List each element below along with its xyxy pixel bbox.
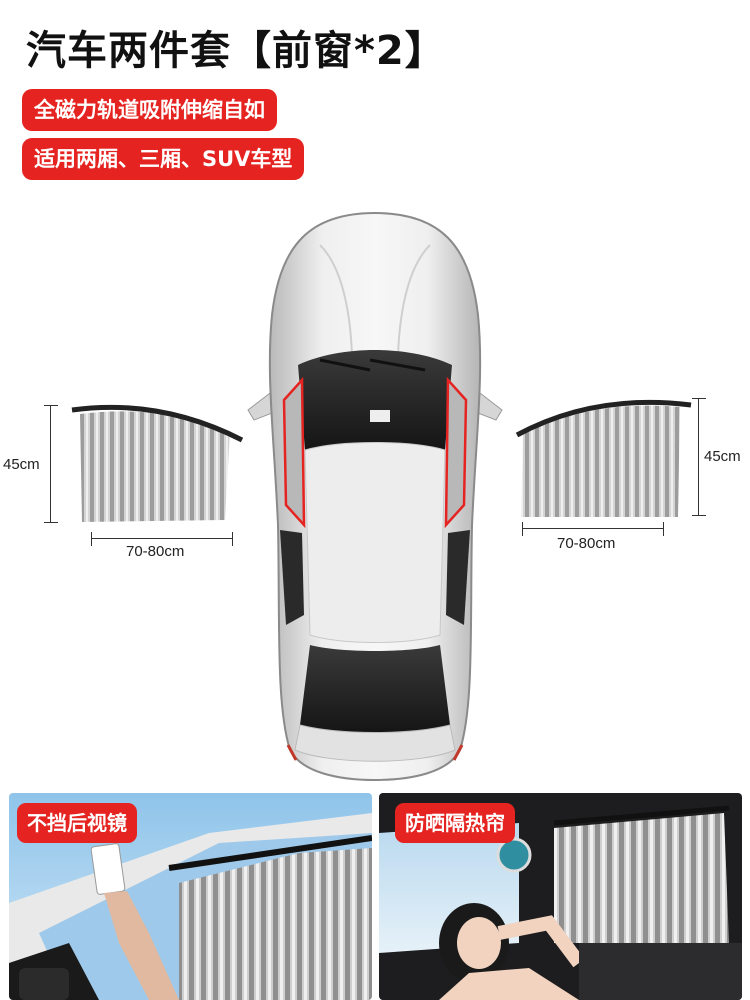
left-curtain-illustration [71, 404, 244, 522]
left-height-marker [44, 405, 58, 523]
right-height-marker [692, 398, 706, 516]
left-width-marker [91, 532, 233, 546]
feature-badge-magnetic-rail: 全磁力轨道吸附伸缩自如 [22, 89, 277, 131]
right-curtain-illustration [515, 399, 692, 517]
left-height-label: 45cm [3, 456, 40, 473]
car-top-view-illustration [247, 211, 503, 782]
sun-heat-shield-photo: 防晒隔热帘 [379, 793, 742, 1000]
page-title: 汽车两件套【前窗*2】 [26, 28, 446, 74]
mirror-clearance-photo: 不挡后视镜 [9, 793, 372, 1000]
right-height-label: 45cm [704, 448, 741, 465]
right-width-marker [522, 522, 664, 536]
right-width-label: 70-80cm [557, 535, 616, 552]
feature-badge-vehicle-types: 适用两厢、三厢、SUV车型 [22, 138, 305, 180]
photo-badge-mirror: 不挡后视镜 [17, 803, 137, 843]
left-width-label: 70-80cm [126, 543, 185, 560]
photo-badge-heat-shield: 防晒隔热帘 [395, 803, 515, 843]
